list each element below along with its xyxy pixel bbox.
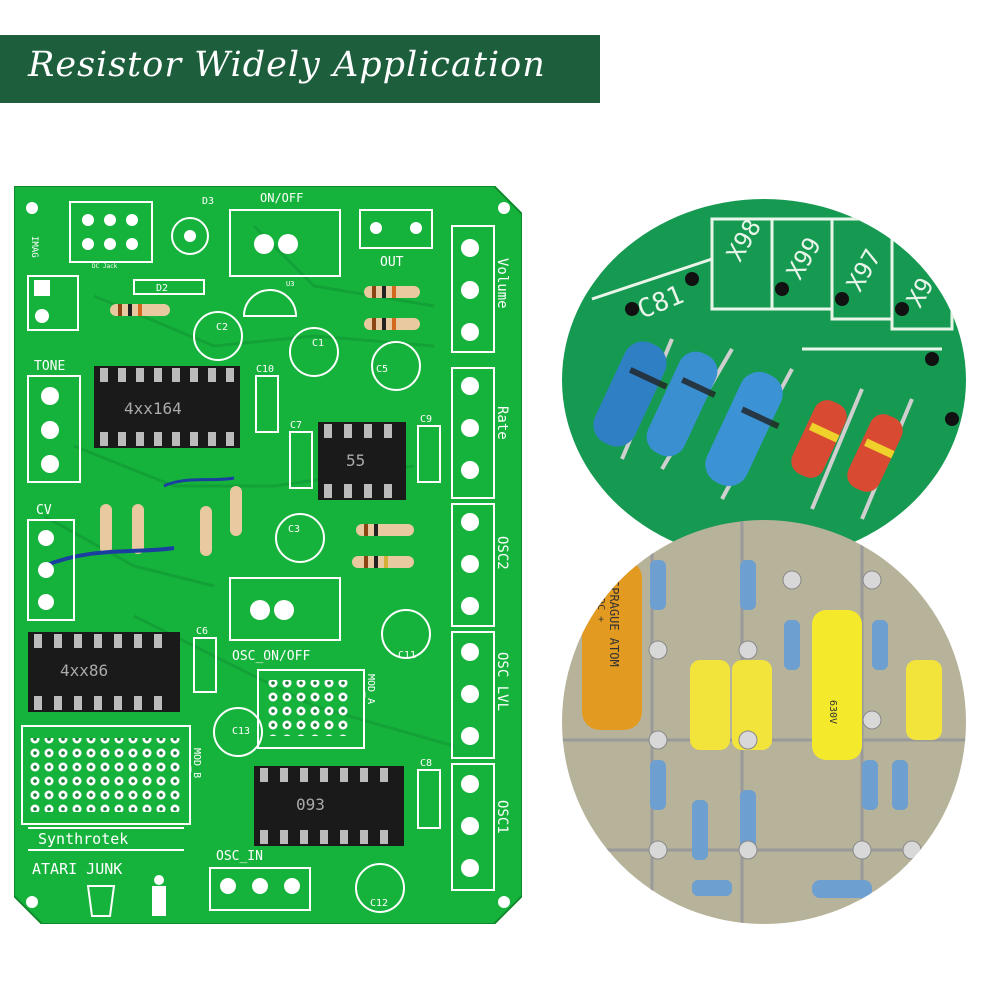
mod-a-label: MOD_A bbox=[365, 674, 376, 704]
closeup-bottom-photo: SPRAGUE ATOM 150DC + 630V bbox=[562, 520, 966, 924]
chip-bottom-label: 093 bbox=[296, 795, 325, 814]
c1-label: C1 bbox=[312, 338, 324, 349]
tone-label: TONE bbox=[34, 359, 65, 374]
closeup-bottom-label-0: SPRAGUE ATOM bbox=[607, 580, 621, 667]
c3-label: C3 bbox=[288, 524, 300, 535]
u3-label: U3 bbox=[286, 280, 294, 288]
atari-label: ATARI JUNK bbox=[32, 860, 122, 878]
c10-label: C10 bbox=[256, 364, 274, 375]
osc1-label: OSC1 bbox=[494, 800, 510, 834]
volume-label: Volume bbox=[494, 258, 510, 309]
resistor-closeup-bottom: SPRAGUE ATOM 150DC + 630V bbox=[562, 520, 966, 924]
chip-mid-label: 55 bbox=[346, 451, 365, 470]
imag-label: IMAG bbox=[29, 236, 39, 258]
c11-label: C11 bbox=[398, 650, 416, 661]
on-off-label: ON/OFF bbox=[260, 191, 303, 205]
c9-label: C9 bbox=[420, 414, 432, 425]
pcb-board-photo: DC Jack IMAG D3 ON/OFF OUT Volume Rate O… bbox=[14, 186, 522, 924]
closeup-bottom-label-2: 630V bbox=[827, 700, 838, 724]
closeup-bottom-label-1: 150DC + bbox=[595, 580, 606, 622]
cv-label: CV bbox=[36, 503, 52, 518]
d3-label: D3 bbox=[202, 196, 214, 207]
c6-label: C6 bbox=[196, 626, 208, 637]
c2-label: C2 bbox=[216, 322, 228, 333]
dc-jack-label: DC Jack bbox=[92, 263, 118, 270]
closeup-top-photo: C81 X98 X99 X97 X9 bbox=[562, 199, 966, 561]
osc-lvl-label: OSC_LVL bbox=[494, 652, 510, 711]
c12-label: C12 bbox=[370, 898, 388, 909]
mod-b-label: MOD_B bbox=[191, 748, 202, 778]
rate-label: Rate bbox=[494, 406, 510, 440]
osc-in-label: OSC_IN bbox=[216, 849, 263, 864]
d2-label: D2 bbox=[156, 283, 168, 294]
banner-title: Resistor Widely Application bbox=[28, 45, 546, 85]
synthrotek-label: Synthrotek bbox=[38, 830, 128, 848]
c13-label: C13 bbox=[232, 726, 250, 737]
chip-left-label: 4xx86 bbox=[60, 661, 108, 680]
osc-on-off-label: OSC_ON/OFF bbox=[232, 649, 310, 664]
resistor-closeup-top: C81 X98 X99 X97 X9 bbox=[562, 199, 966, 561]
title-banner: Resistor Widely Application bbox=[0, 35, 600, 103]
osc2-label: OSC2 bbox=[494, 536, 510, 570]
c5-label: C5 bbox=[376, 364, 388, 375]
c7-label: C7 bbox=[290, 420, 302, 431]
chip-top-label: 4xx164 bbox=[124, 399, 182, 418]
out-label: OUT bbox=[380, 255, 404, 270]
c8-label: C8 bbox=[420, 758, 432, 769]
